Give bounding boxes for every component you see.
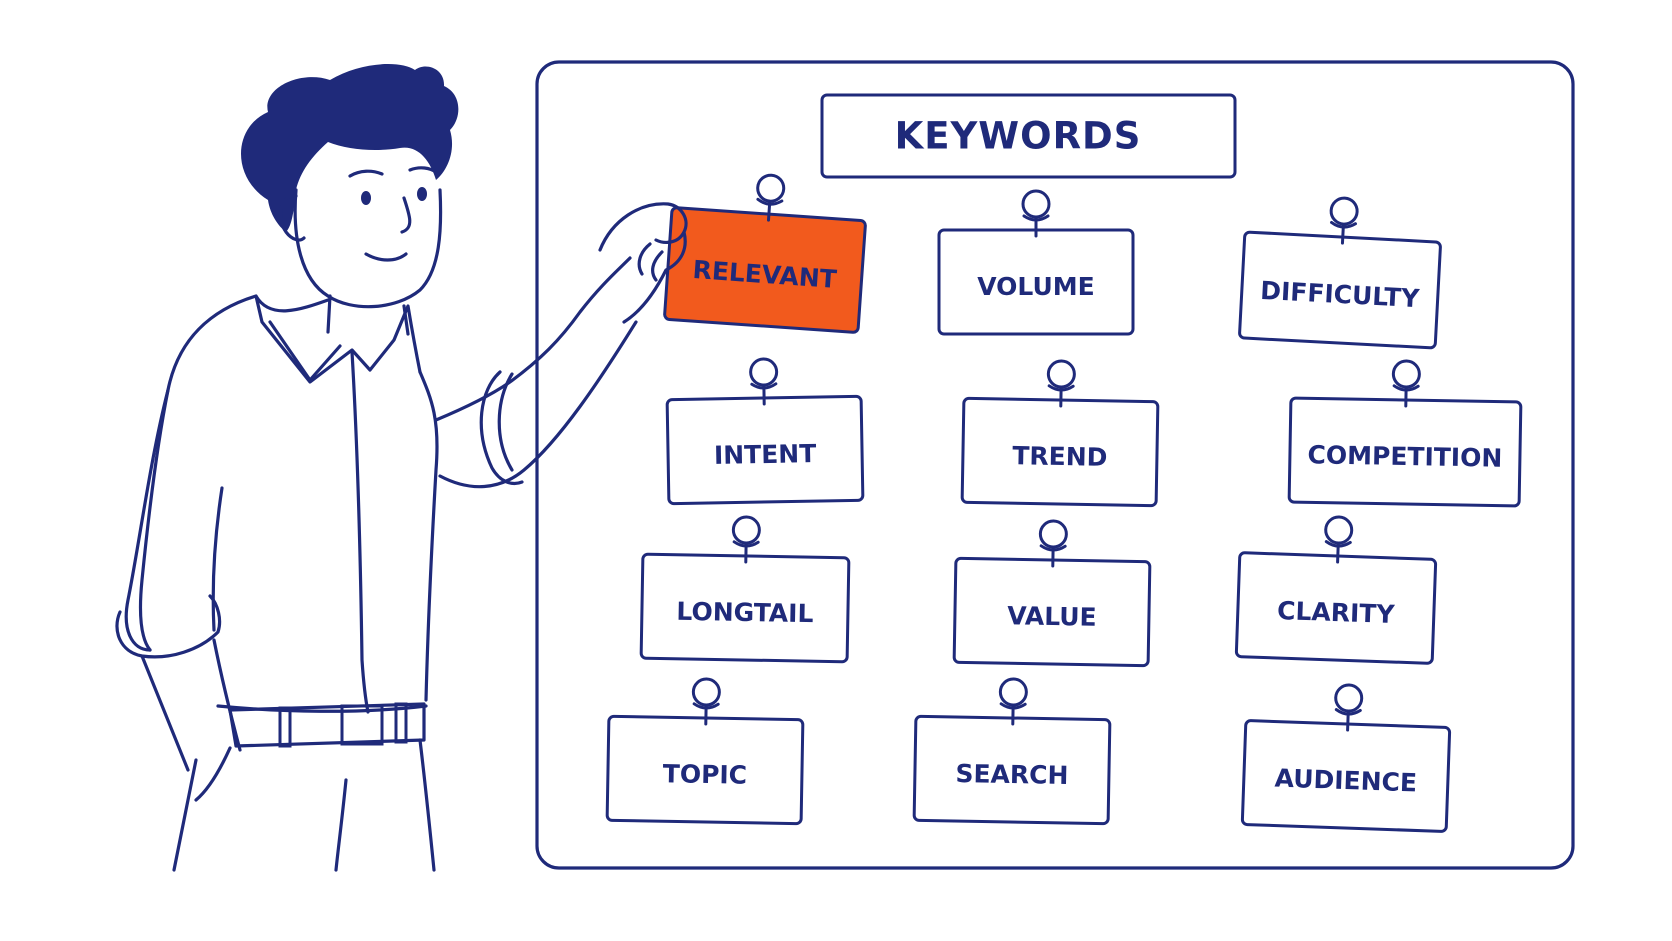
raised-arm-outer (434, 256, 632, 422)
card-label: VOLUME (977, 272, 1094, 301)
card-label: TOPIC (663, 759, 748, 789)
hair (241, 64, 459, 232)
keyword-card-audience[interactable]: AUDIENCE (1240, 681, 1452, 833)
belt-loop-right (394, 702, 408, 744)
keyword-card-competition[interactable]: COMPETITION (1287, 359, 1523, 508)
fingers (637, 242, 664, 282)
push-pin-icon (1334, 683, 1364, 732)
shirt-hem (216, 704, 428, 713)
right-eyebrow (408, 166, 438, 174)
push-pin-icon (749, 357, 779, 406)
left-eyebrow (348, 169, 384, 178)
shirt-body (138, 294, 258, 652)
card-label: LONGTAIL (676, 597, 814, 628)
card-label: SEARCH (955, 759, 1068, 790)
push-pin-icon (691, 677, 721, 726)
card-label: COMPETITION (1307, 440, 1502, 472)
ear (278, 194, 306, 242)
left-eye (361, 191, 371, 205)
keyword-card-topic[interactable]: TOPIC (605, 677, 805, 826)
shirt-right-side (418, 370, 439, 702)
lowered-arm-inner (211, 486, 224, 632)
push-pin-icon (1021, 189, 1051, 238)
card-label: TREND (1012, 441, 1108, 472)
board-title-plate: KEYWORDS (820, 93, 1237, 179)
push-pin-icon (731, 515, 761, 564)
sleeve-cuff-right (479, 370, 524, 486)
push-pin-icon (1038, 519, 1068, 568)
forearm-left (140, 638, 242, 772)
face-outline (293, 188, 443, 309)
push-pin-icon (998, 677, 1028, 726)
card-label: VALUE (1007, 601, 1097, 632)
keyword-card-trend[interactable]: TREND (960, 359, 1160, 508)
belt-buckle (340, 704, 384, 746)
sleeve-cuff-left (115, 594, 222, 659)
push-pin-icon (1329, 196, 1359, 245)
shirt-collar (254, 294, 422, 384)
shirt-placket (350, 350, 370, 714)
push-pin-icon (1391, 359, 1421, 408)
push-pin-icon (1324, 515, 1354, 564)
trousers (172, 738, 436, 872)
card-label: AUDIENCE (1274, 764, 1417, 798)
card-label: CLARITY (1277, 596, 1396, 629)
hand-holding-card (598, 202, 688, 324)
person-figure (115, 64, 688, 872)
keyword-cards: RELEVANT VOLUME DIFFICULTY INTENT TREND COMPE… (605, 168, 1523, 833)
keyword-card-volume[interactable]: VOLUME (937, 189, 1135, 336)
keyword-card-search[interactable]: SEARCH (912, 677, 1112, 826)
keyword-card-longtail[interactable]: LONGTAIL (639, 515, 851, 664)
right-eye (417, 187, 427, 201)
push-pin-icon (1046, 359, 1076, 408)
raised-arm-inner (438, 320, 638, 489)
pocket (194, 746, 232, 802)
board-title: KEYWORDS (895, 115, 1142, 158)
keyword-card-value[interactable]: VALUE (952, 519, 1152, 668)
keyword-card-relevant[interactable]: RELEVANT (663, 168, 868, 334)
nose (400, 196, 412, 234)
sleeve-cuff-right-fold (497, 372, 514, 472)
keyword-card-clarity[interactable]: CLARITY (1234, 514, 1438, 665)
mouth (364, 252, 408, 262)
keyword-card-intent[interactable]: INTENT (665, 357, 865, 506)
push-pin-icon (756, 173, 786, 222)
belt-loop-left (278, 706, 292, 748)
keyword-card-difficulty[interactable]: DIFFICULTY (1238, 193, 1442, 350)
lowered-arm-outer (124, 388, 170, 652)
collar-left-flap (268, 320, 342, 382)
card-label: INTENT (714, 439, 817, 470)
